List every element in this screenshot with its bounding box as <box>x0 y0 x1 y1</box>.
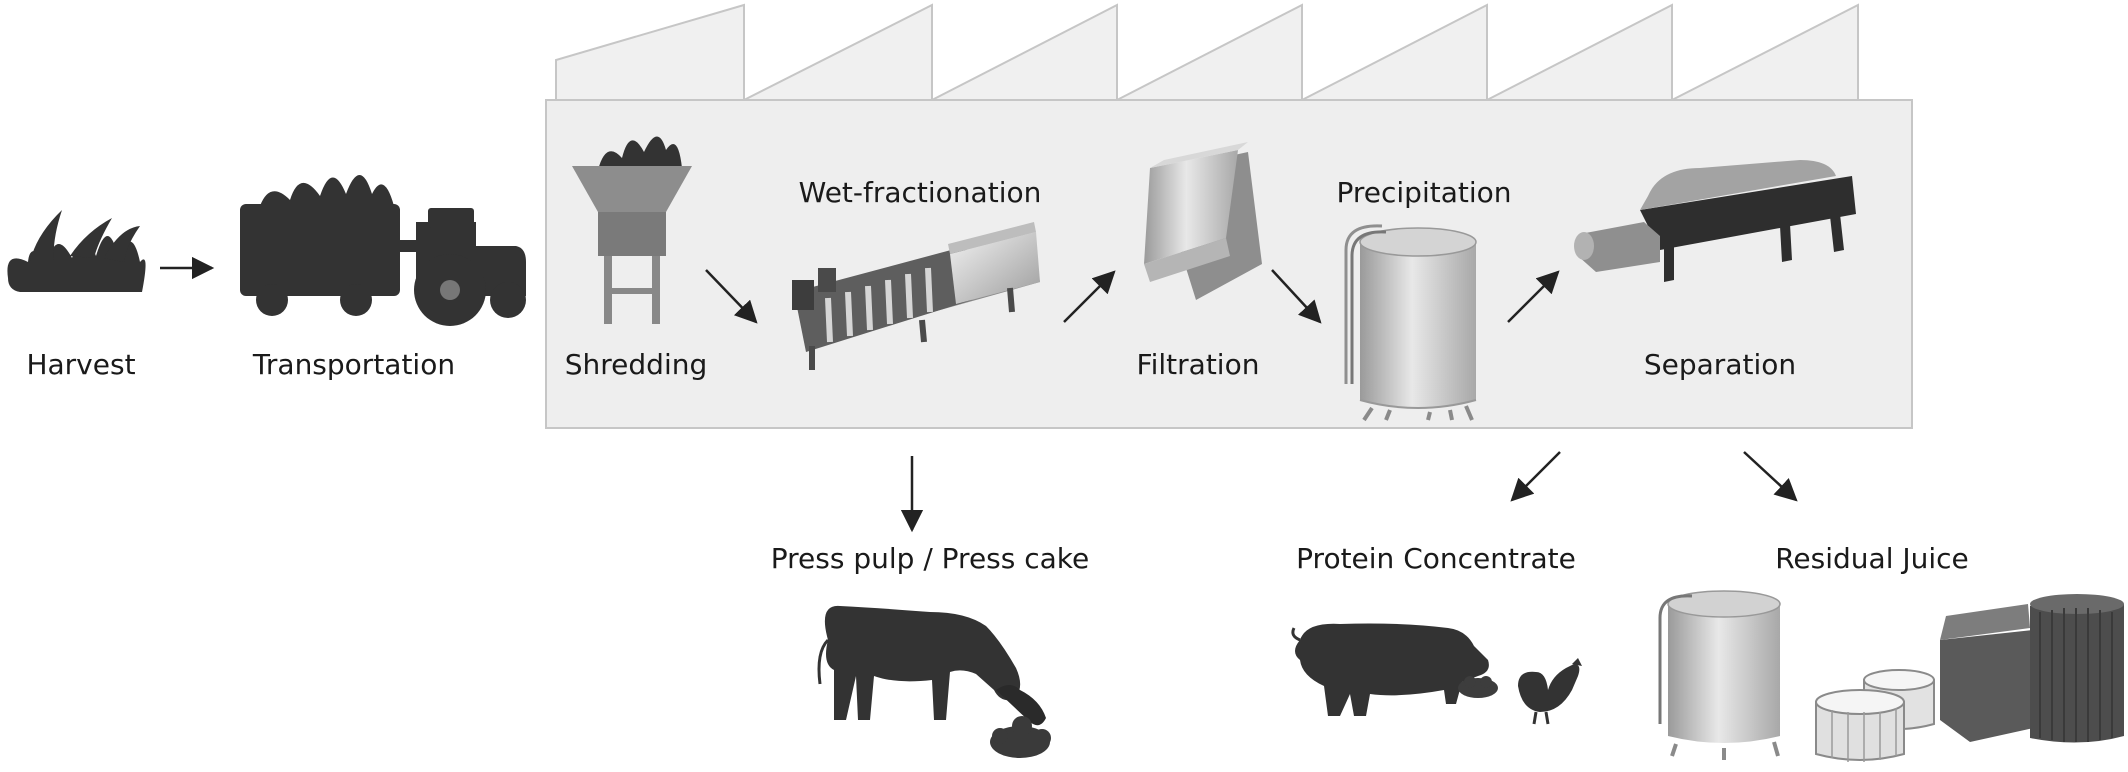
pig-icon <box>1291 623 1489 716</box>
tractor-icon <box>240 175 526 326</box>
cow-icon <box>817 605 1046 726</box>
label-wet-fractionation: Wet-fractionation <box>798 176 1042 209</box>
label-press-pulp: Press pulp / Press cake <box>770 542 1090 575</box>
label-shredding: Shredding <box>564 348 708 381</box>
screw-press-icon <box>792 222 1040 370</box>
filter-icon <box>1144 142 1262 300</box>
arrow-press-to-filtration <box>1063 270 1116 323</box>
decanter-icon <box>1574 160 1856 282</box>
label-harvest: Harvest <box>26 348 136 381</box>
press-cake-pile-icon <box>990 716 1051 758</box>
label-transportation: Transportation <box>252 348 456 381</box>
shredder-icon <box>572 136 692 324</box>
flow-arrows <box>160 256 1798 533</box>
arrow-precipitation-to-separation <box>1507 270 1560 323</box>
storage-tank-icon <box>1658 590 1781 760</box>
arrow-shredding-to-press <box>705 269 758 324</box>
arrow-to-protein-concentrate <box>1510 451 1561 502</box>
arrow-filtration-to-precipitation <box>1271 269 1322 324</box>
label-filtration: Filtration <box>1136 348 1260 381</box>
label-precipitation: Precipitation <box>1336 176 1512 209</box>
label-protein-concentrate: Protein Concentrate <box>1296 542 1576 575</box>
label-residual-juice: Residual Juice <box>1775 542 1969 575</box>
feed-pile-icon <box>1458 676 1498 698</box>
chicken-icon <box>1518 658 1582 725</box>
precipitation-tank-icon <box>1344 224 1477 422</box>
label-separation: Separation <box>1643 348 1797 381</box>
biogas-plant-icon <box>1815 594 2124 762</box>
grass-icon <box>7 210 146 292</box>
arrow-to-residual-juice <box>1743 451 1798 502</box>
